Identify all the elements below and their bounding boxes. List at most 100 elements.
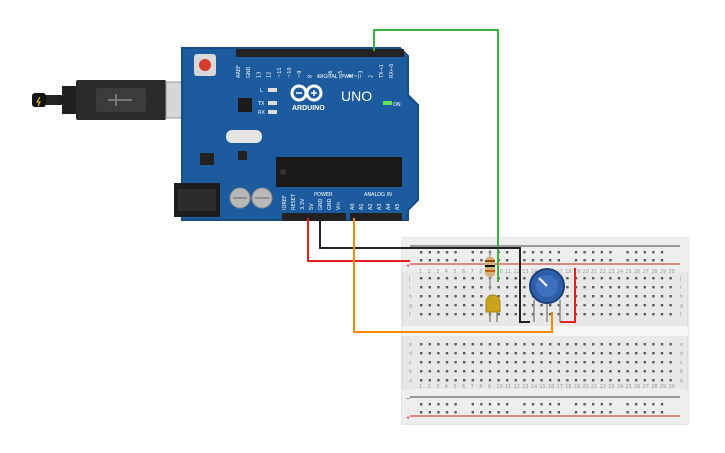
rail-hole[interactable] [592,403,595,406]
breadboard-hole[interactable] [437,313,440,316]
rail-hole[interactable] [445,251,449,254]
breadboard-hole[interactable] [480,361,483,364]
breadboard-hole[interactable] [428,304,431,307]
breadboard-hole[interactable] [480,379,483,382]
breadboard-hole[interactable] [437,379,440,382]
breadboard-hole[interactable] [635,304,638,307]
breadboard-hole[interactable] [609,352,612,355]
breadboard-hole[interactable] [635,370,638,373]
breadboard-hole[interactable] [660,343,664,346]
breadboard-hole[interactable] [454,295,457,298]
rail-hole[interactable] [523,403,526,406]
breadboard-hole[interactable] [566,379,569,382]
breadboard-hole[interactable] [514,370,517,373]
rail-hole[interactable] [574,403,578,406]
rail-hole[interactable] [523,259,526,262]
breadboard-hole[interactable] [609,304,612,307]
rail-hole[interactable] [549,411,552,414]
breadboard-hole[interactable] [583,352,586,355]
rail-hole[interactable] [635,403,638,406]
rail-hole[interactable] [549,251,552,254]
breadboard-hole[interactable] [445,295,449,298]
breadboard-hole[interactable] [531,352,535,355]
breadboard-hole[interactable] [445,370,449,373]
breadboard-hole[interactable] [609,370,612,373]
rail-hole[interactable] [420,403,423,406]
breadboard-hole[interactable] [600,343,603,346]
breadboard-hole[interactable] [454,352,457,355]
breadboard-hole[interactable] [574,352,578,355]
rail-hole[interactable] [626,259,629,262]
breadboard-hole[interactable] [652,313,655,316]
breadboard-hole[interactable] [514,361,517,364]
breadboard-hole[interactable] [497,295,500,298]
breadboard-hole[interactable] [635,379,638,382]
breadboard-hole[interactable] [600,277,603,280]
breadboard-hole[interactable] [600,361,603,364]
breadboard-hole[interactable] [523,352,526,355]
breadboard-hole[interactable] [497,352,500,355]
breadboard-hole[interactable] [523,277,526,280]
rail-hole[interactable] [454,259,457,262]
rail-hole[interactable] [643,259,646,262]
rail-hole[interactable] [626,251,629,254]
breadboard-hole[interactable] [592,361,595,364]
breadboard-hole[interactable] [600,286,603,289]
breadboard-hole[interactable] [445,343,449,346]
breadboard-hole[interactable] [480,286,483,289]
breadboard-hole[interactable] [566,286,569,289]
breadboard-hole[interactable] [626,295,629,298]
breadboard-hole[interactable] [669,313,672,316]
rail-hole[interactable] [531,259,535,262]
breadboard-hole[interactable] [506,370,509,373]
rail-hole[interactable] [600,251,603,254]
rail-hole[interactable] [643,403,646,406]
breadboard-hole[interactable] [635,352,638,355]
rail-hole[interactable] [549,259,552,262]
breadboard-hole[interactable] [643,313,646,316]
breadboard-hole[interactable] [531,313,535,316]
rail-hole[interactable] [480,411,483,414]
breadboard-hole[interactable] [566,352,569,355]
rail-hole[interactable] [437,259,440,262]
breadboard-hole[interactable] [445,379,449,382]
rail-hole[interactable] [660,403,664,406]
breadboard-hole[interactable] [583,313,586,316]
breadboard-hole[interactable] [660,313,664,316]
rail-hole[interactable] [652,259,655,262]
breadboard-hole[interactable] [617,379,621,382]
breadboard-hole[interactable] [660,352,664,355]
rail-hole[interactable] [480,251,483,254]
breadboard-hole[interactable] [463,361,466,364]
led[interactable] [485,294,501,322]
breadboard-hole[interactable] [437,370,440,373]
breadboard-hole[interactable] [488,370,492,373]
breadboard-hole[interactable] [480,304,483,307]
breadboard-hole[interactable] [643,295,646,298]
breadboard-hole[interactable] [497,361,500,364]
breadboard-hole[interactable] [471,352,474,355]
breadboard-hole[interactable] [583,304,586,307]
breadboard-hole[interactable] [506,277,509,280]
breadboard-hole[interactable] [669,304,672,307]
breadboard-hole[interactable] [626,343,629,346]
breadboard-hole[interactable] [660,304,664,307]
rail-hole[interactable] [592,251,595,254]
rail-hole[interactable] [600,259,603,262]
breadboard-hole[interactable] [643,352,646,355]
breadboard-hole[interactable] [506,352,509,355]
breadboard-hole[interactable] [643,304,646,307]
rail-hole[interactable] [574,259,578,262]
breadboard-hole[interactable] [566,277,569,280]
breadboard-hole[interactable] [609,313,612,316]
breadboard-hole[interactable] [592,313,595,316]
breadboard-hole[interactable] [583,277,586,280]
rail-hole[interactable] [635,251,638,254]
breadboard-hole[interactable] [445,361,449,364]
rail-hole[interactable] [609,251,612,254]
wire-black-gnd[interactable] [319,218,530,323]
rail-hole[interactable] [471,403,474,406]
rail-hole[interactable] [540,403,543,406]
rail-hole[interactable] [488,403,492,406]
breadboard-hole[interactable] [549,343,552,346]
